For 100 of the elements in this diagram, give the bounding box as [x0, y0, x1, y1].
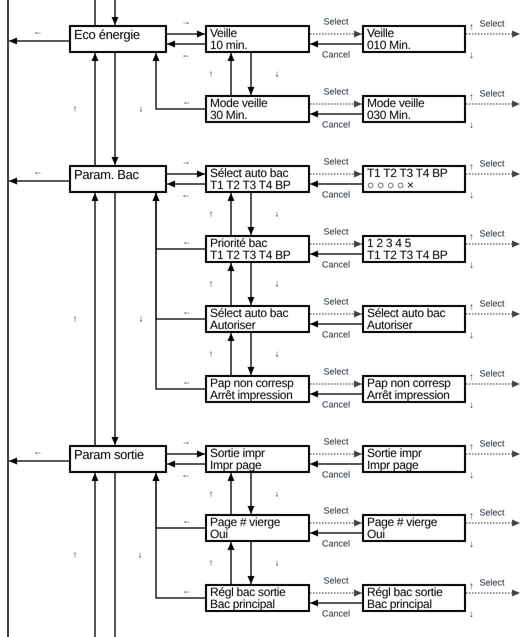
menu-box	[205, 445, 310, 473]
edge-label: →	[182, 158, 190, 166]
display-line: Param sortie	[74, 447, 145, 463]
arrow	[310, 380, 362, 388]
edge-label: →	[182, 18, 190, 26]
arrow	[9, 178, 69, 184]
menu-box	[205, 235, 310, 263]
arrow	[310, 600, 362, 606]
edge-label: ↑	[208, 210, 214, 218]
arrow-hint: ↑	[469, 512, 474, 522]
arrow	[152, 193, 205, 390]
edge-label: ←	[182, 308, 192, 316]
arrow	[310, 30, 362, 38]
edge-label: ←	[182, 516, 192, 526]
edge-label: Cancel	[322, 400, 350, 410]
edge-label: Select	[324, 506, 348, 516]
edge-label: Select	[324, 438, 348, 446]
edge-label: ←	[182, 586, 192, 596]
display-line: T1 T2 T3 T4 BP	[210, 249, 292, 261]
edge-label: Select	[324, 228, 348, 236]
arrow-hint: ↓	[469, 610, 474, 620]
menu-box	[205, 375, 310, 403]
edge-label: ←	[182, 238, 192, 246]
edge-label: Cancel	[322, 330, 350, 340]
edge-label: Select	[324, 576, 348, 586]
arrow	[466, 380, 520, 388]
arrow	[228, 542, 234, 584]
edge-label: ↓	[274, 210, 280, 218]
display-line: T1 T2 T3 T4 BP	[367, 167, 449, 179]
arrow-hint: ↓	[469, 401, 474, 411]
arrow	[112, 0, 118, 25]
arrow-hint: ↑	[469, 443, 474, 453]
edge-label: Cancel	[322, 120, 350, 130]
display-line: Sortie impr	[210, 447, 266, 459]
arrow	[310, 240, 362, 248]
arrow	[112, 53, 118, 165]
arrow	[92, 473, 98, 637]
edge-label: Cancel	[322, 610, 350, 618]
arrow	[310, 170, 362, 178]
edge-label: ←	[34, 28, 42, 36]
edge-label: Select	[480, 230, 504, 238]
edge-label: ←	[182, 470, 190, 480]
display-line: Impr page	[210, 459, 262, 471]
menu-box	[205, 514, 310, 542]
arrow	[466, 450, 520, 458]
edge-label: ↓	[138, 550, 142, 560]
edge-label: ↑	[208, 558, 214, 568]
menu-box	[69, 25, 167, 53]
arrow	[9, 458, 69, 464]
arrow	[466, 240, 520, 248]
arrow-hint: ↑	[469, 582, 474, 592]
display-line: 030 Min.	[367, 109, 412, 121]
edge-label: Select	[324, 298, 348, 306]
edge-label: ↑	[208, 280, 214, 288]
display-line: 010 Min.	[367, 39, 412, 51]
arrow	[466, 30, 520, 38]
edge-label: ↑	[72, 550, 78, 560]
menu-box	[69, 165, 167, 193]
arrow	[310, 530, 362, 536]
edge-label: Select	[324, 18, 348, 26]
edge-label: ↓	[274, 558, 280, 568]
edge-label: ↓	[274, 350, 280, 358]
display-line: Sélect auto bac	[210, 307, 290, 319]
display-line: Autoriser	[210, 319, 256, 331]
arrow-hint: ↓	[469, 471, 474, 481]
arrow	[167, 40, 205, 48]
arrow	[152, 473, 205, 599]
menu-box	[69, 445, 167, 473]
arrow	[228, 193, 234, 235]
arrow	[310, 110, 362, 118]
edge-label: ↓	[274, 489, 280, 498]
edge-label: ↓	[138, 314, 144, 324]
arrow	[248, 473, 254, 514]
display-line: Régl bac sortie	[210, 586, 287, 598]
arrow	[167, 450, 205, 458]
menu-box	[205, 25, 310, 53]
arrow-hint: ↓	[469, 540, 474, 550]
display-line: Veille	[367, 27, 395, 39]
display-line: Page # vierge	[210, 516, 282, 528]
edge-label: Select	[324, 368, 348, 376]
display-line: Veille	[210, 27, 238, 39]
arrow	[248, 263, 254, 305]
display-line: Sortie impr	[367, 447, 423, 459]
arrow	[310, 390, 362, 398]
arrow	[112, 193, 118, 445]
display-line: Arrêt impression	[210, 389, 293, 401]
display-line: Impr page	[367, 459, 418, 471]
display-line: Oui	[210, 528, 228, 540]
edge-label: ←	[34, 168, 42, 176]
edge-label: ↓	[274, 280, 280, 288]
display-line: Sélect auto bac	[367, 307, 446, 319]
display-line: Arrêt impression	[367, 389, 450, 401]
edge-label: ↓	[138, 104, 144, 114]
arrow-hint: ↓	[469, 331, 474, 341]
edge-label: ←	[182, 378, 192, 386]
arrow	[228, 263, 234, 305]
display-line: T1 T2 T3 T4 BP	[367, 249, 449, 261]
menu-box	[205, 95, 310, 123]
display-line: Priorité bac	[210, 237, 268, 249]
display-line: 1 2 3 4 5	[367, 237, 412, 249]
